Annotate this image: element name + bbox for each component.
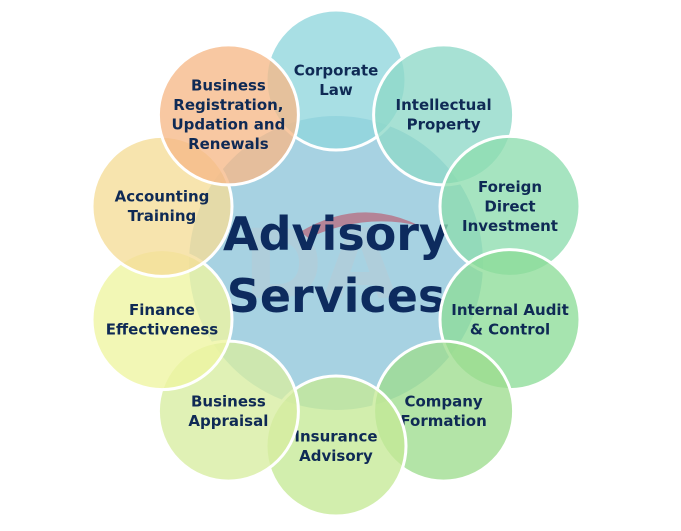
petal-label-foreign-direct-investment-line-3: Investment (462, 217, 558, 235)
petal-label-internal-audit-control-line-2: & Control (470, 320, 550, 338)
petal-label-intellectual-property-line-2: Property (407, 116, 481, 134)
watermark-swoosh (300, 212, 420, 240)
petal-label-company-formation-line-2: Formation (400, 412, 486, 430)
petal-label-corporate-law-line-1: Corporate (294, 61, 379, 79)
petal-label-business-registration-line-3: Updation and (171, 116, 285, 134)
petal-label-business-registration-line-4: Renewals (188, 135, 269, 153)
petal-label-accounting-training-line-2: Training (128, 207, 196, 225)
center-hub: DA Advisory Services (187, 114, 485, 412)
petal-label-company-formation-line-1: Company (404, 392, 482, 410)
petal-label-business-appraisal-line-1: Business (191, 392, 266, 410)
petal-label-business-appraisal-line-2: Appraisal (188, 412, 268, 430)
petal-label-intellectual-property-line-1: Intellectual (396, 96, 492, 114)
petal-label-insurance-advisory-line-1: Insurance (294, 427, 377, 445)
petal-label-accounting-training-line-1: Accounting (115, 188, 210, 206)
center-title-line-1: Advisory (223, 207, 449, 261)
petal-label-corporate-law-line-2: Law (319, 81, 353, 99)
petal-label-foreign-direct-investment-line-2: Direct (484, 197, 535, 215)
petal-label-insurance-advisory-line-2: Advisory (299, 447, 373, 465)
petal-label-finance-effectiveness-line-1: Finance (129, 301, 195, 319)
petal-label-business-registration-line-1: Business (191, 77, 266, 95)
petal-label-foreign-direct-investment-line-1: Foreign (478, 178, 542, 196)
petal-circle-business-registration (156, 43, 300, 187)
petal-label-finance-effectiveness-line-2: Effectiveness (106, 320, 219, 338)
petals: CorporateLawIntellectualPropertyForeignD… (90, 8, 582, 518)
center-title-line-2: Services (227, 269, 446, 323)
watermark-text: DA (243, 209, 397, 321)
petal-label-business-registration-line-2: Registration, (173, 96, 283, 114)
petal-label-internal-audit-control-line-1: Internal Audit (451, 301, 569, 319)
watermark-logo: DA (243, 209, 420, 321)
